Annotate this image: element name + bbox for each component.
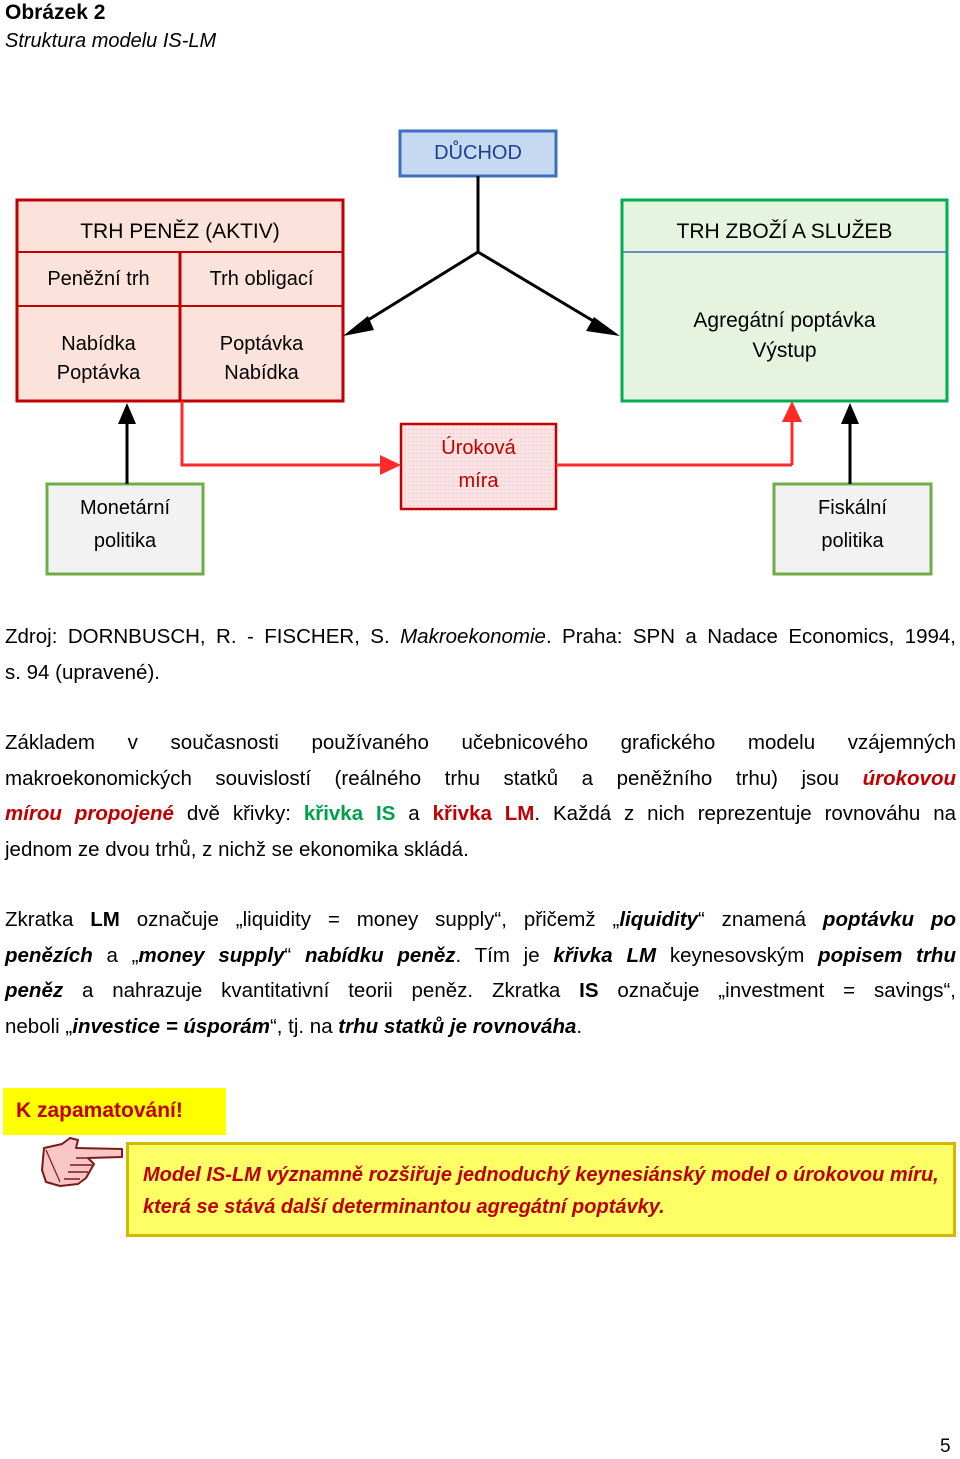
arrow-head-fiscal [841, 403, 859, 424]
figure-title: Obrázek 2 [5, 1, 106, 24]
income-label: DŮCHOD [434, 142, 522, 164]
remember-line2: která se stává další determinantou agreg… [143, 1196, 665, 1218]
fiscal-policy-line1: Fiskální [818, 496, 887, 519]
money-market-col1-header: Peněžní trh [47, 267, 150, 290]
money-market-col2-line2: Nabídka [224, 361, 299, 384]
islm-structure-diagram [15, 129, 949, 576]
remember-label-box: K zapamatování! [3, 1088, 226, 1135]
fiscal-policy-box [772, 482, 933, 576]
arrow-head-interest [380, 455, 401, 475]
interest-rate-line2: míra [458, 469, 499, 492]
income-box [398, 129, 558, 178]
money-market-col2-line1: Poptávka [219, 332, 304, 355]
figure-subtitle: Struktura modelu IS-LM [5, 30, 217, 52]
remember-label: K zapamatování! [16, 1099, 183, 1122]
money-market-col2-header: Trh obligací [209, 267, 314, 290]
remember-text: Model IS-LM významně rozšiřuje jednoduch… [143, 1159, 939, 1223]
arrow-head-monetary [118, 403, 136, 424]
arrow-head-left [343, 316, 374, 336]
remember-line1: Model IS-LM významně rozšiřuje jednoduch… [143, 1164, 939, 1186]
pointing-hand-icon [41, 1137, 123, 1187]
monetary-policy-box [45, 482, 205, 576]
source-citation: Zdroj: DORNBUSCH, R. - FISCHER, S. Makro… [5, 625, 956, 684]
arrow-head-goods [782, 401, 802, 422]
goods-market-line1: Agregátní poptávka [693, 308, 876, 332]
page-number: 5 [940, 1436, 951, 1457]
paragraph-abbreviations: Zkratka LM označuje „liquidity = money s… [5, 908, 956, 1038]
interest-rate-box [399, 422, 558, 511]
paragraph-intro: Základem v současnosti používaného učebn… [5, 731, 957, 861]
monetary-policy-line2: politika [93, 529, 157, 552]
remember-box: Model IS-LM významně rozšiřuje jednoduch… [126, 1142, 956, 1237]
monetary-policy-line1: Monetární [79, 496, 171, 519]
money-market-title: TRH PENĚZ (AKTIV) [80, 219, 280, 243]
money-market-col1-line2: Poptávka [56, 361, 141, 384]
goods-market-title: TRH ZBOŽÍ A SLUŽEB [676, 219, 893, 243]
fiscal-policy-line2: politika [821, 529, 884, 552]
money-market-col1-line1: Nabídka [61, 332, 136, 355]
interest-rate-line1: Úroková [441, 436, 516, 459]
goods-market-line2: Výstup [752, 338, 817, 362]
goods-market-box [620, 198, 949, 403]
arrow-head-right [586, 317, 620, 336]
